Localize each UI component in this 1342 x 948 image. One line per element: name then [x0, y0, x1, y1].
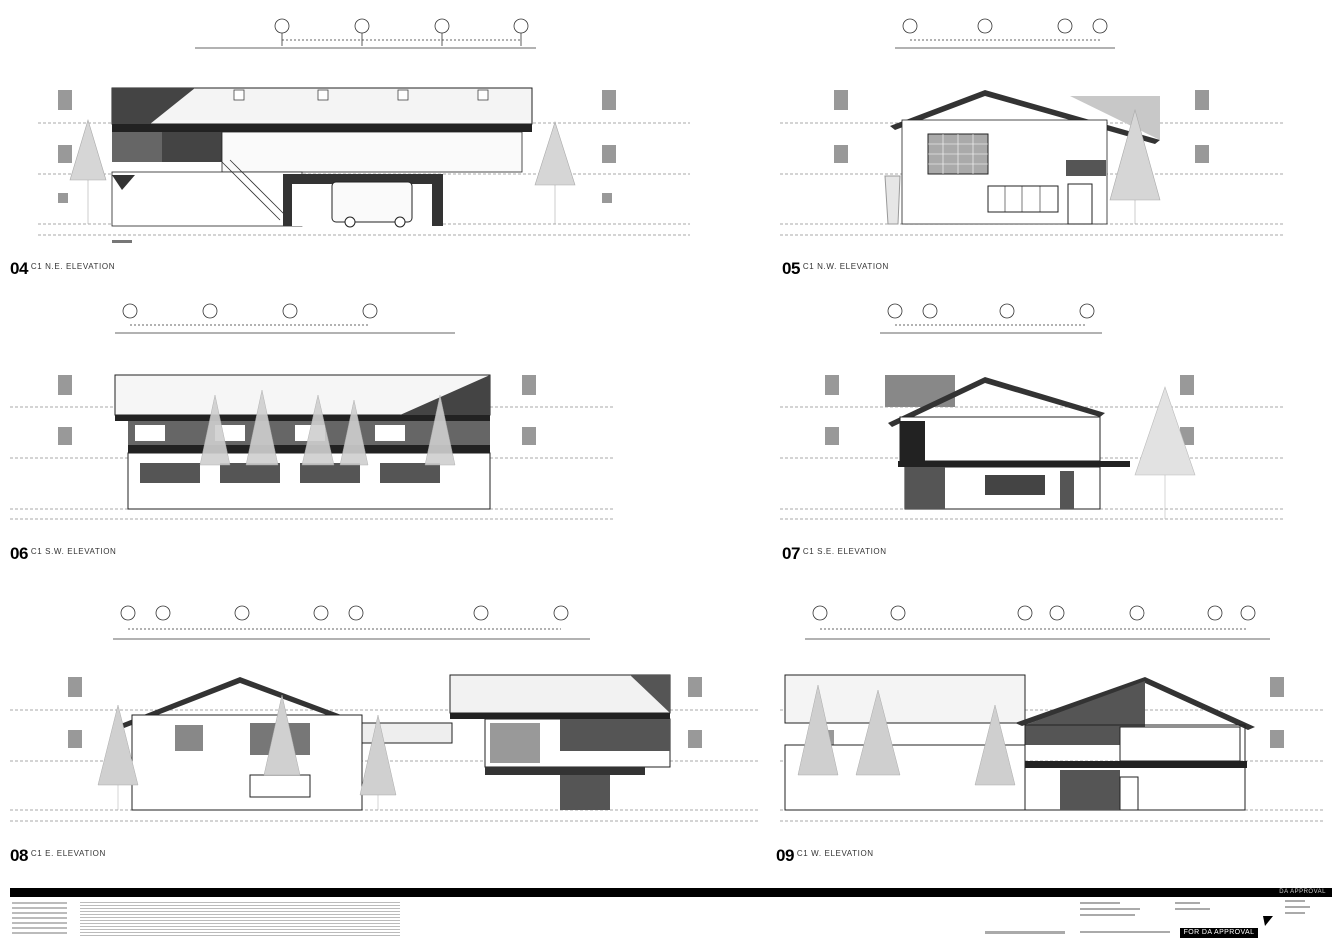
elevation-08-drawing	[10, 605, 760, 822]
elevation-09: 09 C1 W. ELEVATION	[770, 595, 1330, 875]
elevation-09-drawing	[780, 605, 1325, 822]
elevation-08: 08 C1 E. ELEVATION	[0, 595, 770, 875]
elevation-08-number: 08	[10, 846, 28, 865]
elevation-04-title: C1 N.E. ELEVATION	[30, 262, 116, 271]
status-stamp: FOR DA APPROVAL	[1180, 928, 1258, 938]
elevation-07-title: C1 S.E. ELEVATION	[802, 547, 887, 556]
title-block-bar: DA APPROVAL	[10, 888, 1332, 897]
elevation-04-number: 04	[10, 259, 28, 278]
title-block-details	[985, 900, 1310, 934]
elevation-07: 07 C1 S.E. ELEVATION	[770, 295, 1330, 570]
elevation-05-title: C1 N.W. ELEVATION	[802, 262, 889, 271]
elevation-05-number: 05	[782, 259, 800, 278]
elevation-08-title: C1 E. ELEVATION	[30, 849, 106, 858]
elevation-07-number: 07	[782, 544, 800, 563]
north-arrow-icon	[1263, 916, 1273, 926]
elevation-05-drawing	[780, 18, 1285, 236]
elevation-07-drawing	[780, 303, 1285, 520]
elevation-06-drawing	[10, 303, 615, 520]
title-block-notes	[12, 902, 400, 936]
sheet-header-tag: DA APPROVAL	[1279, 889, 1326, 895]
elevation-06: 06 C1 S.W. ELEVATION	[0, 295, 700, 570]
elevation-06-number: 06	[10, 544, 28, 563]
elevation-04-drawing	[38, 18, 690, 243]
elevation-09-title: C1 W. ELEVATION	[796, 849, 874, 858]
elevation-04: 04 C1 N.E. ELEVATION	[0, 10, 700, 285]
elevation-06-title: C1 S.W. ELEVATION	[30, 547, 117, 556]
elevation-09-number: 09	[776, 846, 794, 865]
elevation-05: 05 C1 N.W. ELEVATION	[770, 10, 1330, 285]
